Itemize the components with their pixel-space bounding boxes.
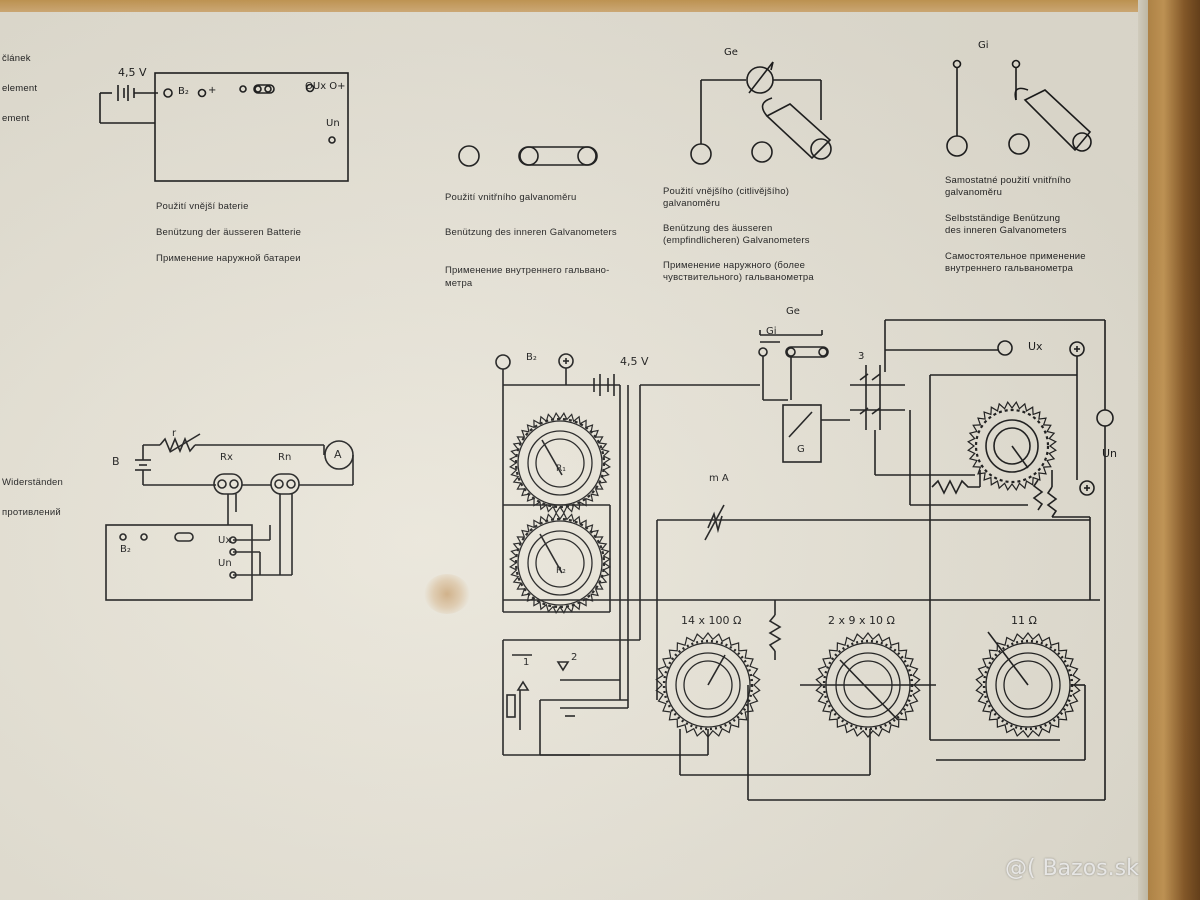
bridge-rx: Rx — [220, 452, 233, 463]
panel4-circuit — [946, 59, 1092, 157]
dial-teeth — [655, 632, 761, 738]
frame-edge — [1138, 0, 1148, 900]
bridge-ux: Ux — [218, 535, 232, 546]
main-un: Un — [1102, 447, 1118, 460]
panel4-caption-de2: des inneren Galvanometers — [945, 225, 1067, 236]
decade-11: 11 Ω — [1011, 614, 1037, 627]
bridge-un: Un — [218, 558, 232, 569]
bridge-ammeter: A — [334, 448, 342, 461]
dial-teeth — [975, 632, 1081, 738]
wood-frame — [1148, 0, 1200, 900]
watermark: @( Bazos.sk — [1005, 856, 1139, 881]
panel4-caption-cz2: galvanoměru — [945, 187, 1003, 198]
panel1-caption-cz: Použití vnější baterie — [156, 201, 249, 212]
main-g: G — [797, 444, 805, 455]
panel2-caption-ru1: Применение внутреннего гальвано- — [445, 265, 610, 276]
panel1-un: Un — [326, 118, 340, 129]
dial-teeth — [508, 411, 612, 515]
legend-line1: článek — [2, 53, 31, 64]
panel3-caption-ru1: Применение наружного (более — [663, 260, 806, 271]
main-switch-1: 1 — [523, 657, 530, 668]
panel2-caption-ru2: метра — [445, 278, 473, 289]
panel4-gi-label: Gi — [978, 40, 989, 51]
left-mid-line2: противлений — [2, 507, 61, 518]
bridge-b: B — [112, 455, 120, 468]
paper-stain — [424, 574, 470, 614]
left-mid-line1: Widerständen — [2, 477, 64, 488]
main-r2: R₂ — [556, 566, 566, 576]
legend-line3: ement — [2, 113, 30, 124]
decade-14x100: 14 x 100 Ω — [681, 614, 742, 627]
panel1-circuit — [99, 72, 349, 182]
main-r1: R₁ — [556, 464, 566, 474]
panel1-caption-de: Benützung der äusseren Batterie — [156, 227, 302, 238]
panel1-ux: OUx O+ — [305, 81, 346, 92]
panel3-caption-de2: (empfindlicheren) Galvanometers — [663, 235, 810, 246]
main-ux: Ux — [1028, 340, 1043, 353]
main-switch-2: 2 — [571, 652, 578, 663]
panel1-caption-ru: Применение наружной батареи — [156, 253, 301, 264]
panel4-caption-de1: Selbstständige Benützung — [945, 213, 1061, 224]
dial-teeth — [508, 511, 612, 615]
panel1-voltage: 4,5 V — [118, 66, 147, 79]
panel4-caption-cz1: Samostatné použití vnitřního — [945, 175, 1072, 186]
legend-line2: element — [2, 83, 38, 94]
bridge-r: r — [172, 428, 177, 439]
main-gi: Gi — [766, 326, 777, 337]
bridge-b2: B₂ — [120, 544, 131, 555]
panel3-caption-cz1: Použití vnějšího (citlivějšího) — [663, 186, 790, 197]
panel2-caption-de: Benützung des inneren Galvanometers — [445, 227, 617, 238]
panel1-plus: + — [208, 85, 217, 96]
main-b2: B₂ — [526, 352, 537, 363]
panel3-caption-cz2: galvanoměru — [663, 198, 721, 209]
panel4-caption-ru2: внутреннего гальванометра — [945, 263, 1074, 274]
dial-teeth — [967, 401, 1057, 491]
dial-teeth — [815, 632, 921, 738]
main-switch-3: 3 — [858, 351, 865, 362]
panel3-ge-label: Ge — [724, 47, 738, 58]
bridge-circuit — [105, 433, 354, 601]
main-circuit — [495, 319, 1114, 801]
decade-2x9x10: 2 x 9 x 10 Ω — [828, 614, 895, 627]
panel2-caption-cz: Použití vnitřního galvanoměru — [445, 192, 577, 203]
panel4-caption-ru1: Самостоятельное применение — [945, 251, 1086, 262]
panel3-caption-de1: Benützung des äusseren — [663, 223, 773, 234]
panel2-circuit — [458, 145, 598, 167]
main-milliammeter: m A — [709, 473, 729, 484]
panel1-b2: B₂ — [178, 86, 189, 97]
panel3-circuit — [690, 61, 832, 165]
top-wood-strip — [0, 0, 1200, 12]
main-ge: Ge — [786, 306, 800, 317]
main-voltage: 4,5 V — [620, 355, 649, 368]
panel3-caption-ru2: чувствительного) гальванометра — [663, 272, 814, 283]
bridge-rn: Rn — [278, 452, 292, 463]
